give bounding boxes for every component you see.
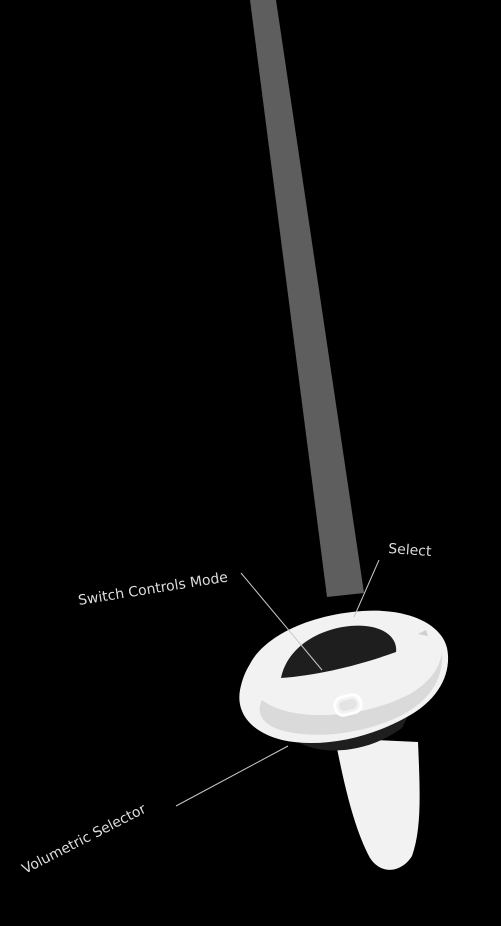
controller-handle xyxy=(335,738,420,870)
ring-opening xyxy=(281,625,397,678)
pointer-ray xyxy=(250,0,364,597)
controller-icon[interactable] xyxy=(239,610,449,870)
volumetric-selector-leader-line xyxy=(175,745,289,807)
volumetric-selector-label: Volumetric Selector xyxy=(20,801,149,878)
switch-controls-mode-label: Switch Controls Mode xyxy=(77,569,229,608)
switch-controls-leader-line xyxy=(240,572,323,671)
ring-inner-shade xyxy=(259,652,443,735)
select-label: Select xyxy=(388,541,433,560)
ring-notch xyxy=(418,630,428,636)
select-leader-line xyxy=(353,559,380,618)
menu-button-icon[interactable] xyxy=(333,693,363,717)
trigger-tab xyxy=(344,764,356,778)
